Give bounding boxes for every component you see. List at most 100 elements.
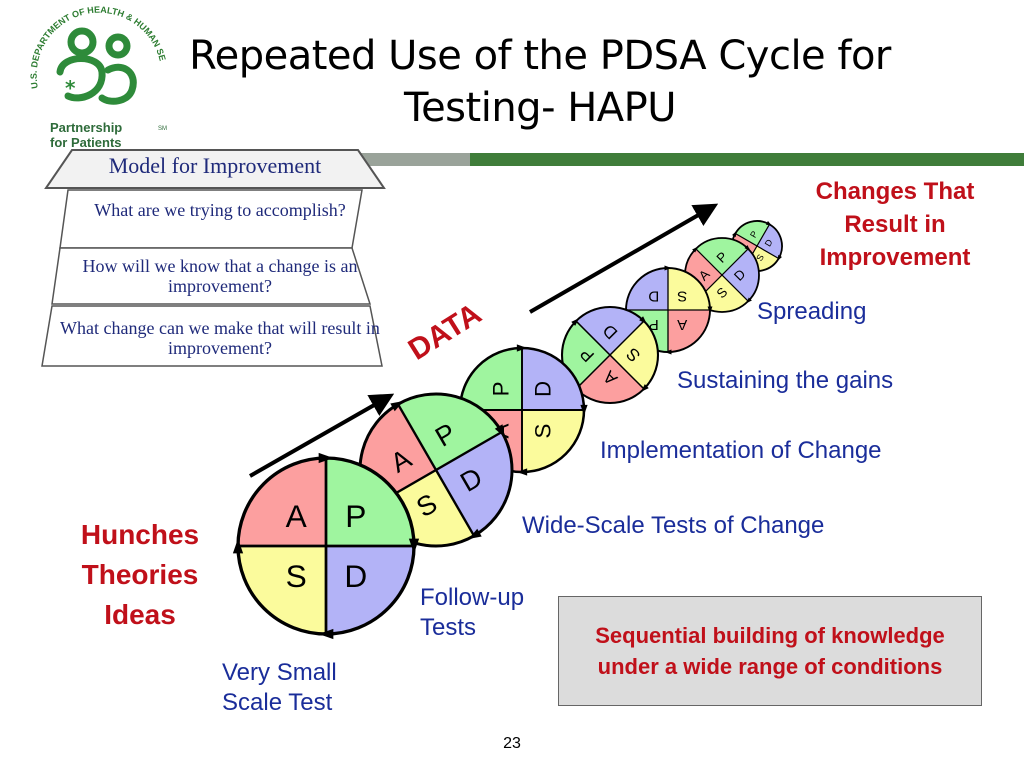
pdsa-cycle-5-do-letter: D xyxy=(531,381,556,397)
label-sustaining: Sustaining the gains xyxy=(677,367,894,394)
pdsa-cycle-1-arrowhead-2 xyxy=(777,254,782,262)
model-question-box-3 xyxy=(41,305,383,367)
pdsa-cycle-5-study-letter: S xyxy=(531,424,556,439)
sequential-building-text: Sequential building of knowledge under a… xyxy=(595,623,945,679)
pdsa-cycle-3-do-segment xyxy=(626,268,668,310)
ramp-arrow-lower xyxy=(249,393,395,478)
pdsa-cycle-1-arrowhead-1 xyxy=(765,221,773,226)
pdsa-cycle-3-study-letter: S xyxy=(677,287,687,304)
pdsa-cycle-5-plan-segment xyxy=(460,348,522,410)
logo-star-icon: * xyxy=(65,76,76,100)
pdsa-cycle-7-do-segment xyxy=(326,546,414,634)
top-right-label-line1: Changes That xyxy=(815,178,975,205)
sequential-building-box: Sequential building of knowledge under a… xyxy=(558,596,982,706)
pdsa-cycle-4-plan-segment xyxy=(561,321,610,389)
left-label-line2: Theories xyxy=(81,559,199,590)
label-follow-up-line2: Tests xyxy=(420,614,477,641)
pdsa-cycle-2-plan-segment xyxy=(695,238,749,275)
pdsa-cycle-5-arrowhead-3 xyxy=(516,468,528,476)
label-follow-up-line1: Follow-up xyxy=(420,584,525,611)
left-label-line3: Ideas xyxy=(104,599,176,630)
model-question-1: What are we trying to accomplish? xyxy=(94,200,346,220)
pdsa-cycle-2-arrowhead-1 xyxy=(744,245,751,252)
pdsa-cycle-7: A PD S xyxy=(232,452,420,640)
pdsa-cycle-1-do-segment xyxy=(757,224,782,259)
pdsa-cycle-1-do-letter: D xyxy=(763,237,775,248)
pdsa-cycle-7-do-letter: D xyxy=(344,558,367,594)
model-header-box xyxy=(44,149,386,189)
label-very-small-scale-test: Very Small Scale Test xyxy=(222,658,337,718)
pdsa-cycle-4-arrowhead-2 xyxy=(639,316,647,324)
pdsa-cycle-3-plan-letter: P xyxy=(649,316,659,333)
pdsa-cycle-6-arrowhead-1 xyxy=(494,424,505,438)
data-label: DATA xyxy=(403,297,487,367)
pdsa-cycle-6-v-divider xyxy=(396,403,476,537)
pdsa-cycle-7-act-segment xyxy=(238,458,326,546)
pdsa-cycle-7-study-segment xyxy=(238,546,326,634)
label-follow-up-tests: Follow-up Tests xyxy=(420,583,524,643)
label-spreading: Spreading xyxy=(757,298,867,325)
pdsa-cycle-6-plan-segment xyxy=(398,394,502,470)
pdsa-cycle-2-v-divider xyxy=(695,248,749,302)
slide-title: Repeated Use of the PDSA Cycle for Testi… xyxy=(189,33,891,131)
pdsa-cycle-5-do-segment xyxy=(522,348,584,410)
pdsa-cycle-1-v-divider xyxy=(735,232,779,260)
page-number: 23 xyxy=(503,735,521,752)
model-question-box-2 xyxy=(51,247,372,305)
changes-that-result-label: Changes That Result in Improvement xyxy=(790,175,1000,274)
pdsa-cycle-3-arrowhead-3 xyxy=(707,306,713,314)
pdsa-cycle-2-arrowhead-2 xyxy=(745,297,752,304)
pdsa-cycle-7-arrowhead-3 xyxy=(232,538,244,554)
pdsa-cycle-3-arrowhead-2 xyxy=(664,265,672,271)
pdsa-cycle-1-study-letter: S xyxy=(754,252,766,262)
label-small-test-line1: Very Small xyxy=(222,659,337,686)
logo-program-line2: for Patients xyxy=(50,135,122,150)
logo-figures-icon xyxy=(56,27,137,105)
pdsa-cycle-7-plan-segment xyxy=(326,458,414,546)
pdsa-cycle-3-study-segment xyxy=(668,268,710,310)
pdsa-cycle-5-arrowhead-2 xyxy=(580,404,588,416)
pdsa-cycle-6-arrowhead-2 xyxy=(468,528,482,539)
pdsa-cycle-1-arrowhead-4 xyxy=(732,230,737,238)
pdsa-cycle-4-v-divider xyxy=(575,320,645,390)
pdsa-cycle-1-plan-segment xyxy=(735,221,770,246)
pdsa-cycle-5-plan-letter: P xyxy=(488,382,513,397)
pdsa-cycle-4-study-segment xyxy=(610,321,658,389)
pdsa-cycle-2-do-segment xyxy=(722,248,759,302)
pdsa-cycle-7-study-letter: S xyxy=(286,558,307,594)
logo-background xyxy=(10,2,176,152)
pdsa-cycle-4-arrowhead-1 xyxy=(571,318,579,326)
label-wide-scale: Wide-Scale Tests of Change xyxy=(522,512,825,539)
pdsa-cycle-4-do-segment xyxy=(576,307,644,356)
pdsa-cycle-7-arrowhead-2 xyxy=(318,628,334,640)
left-label-line1: Hunches xyxy=(80,519,200,550)
model-question-2: How will we know that a change is an imp… xyxy=(82,256,358,296)
pdsa-cycle-1-plan-letter: P xyxy=(748,229,760,239)
pdsa-cycle-3-do-letter: D xyxy=(648,287,659,304)
pdsa-cycle-6-do-segment xyxy=(436,432,512,536)
model-for-improvement-panel xyxy=(41,149,386,367)
top-right-label-line3: Improvement xyxy=(819,244,971,271)
pdsa-cycle-3-act-letter: A xyxy=(676,316,687,333)
label-small-test-line2: Scale Test xyxy=(222,689,333,716)
label-implementation: Implementation of Change xyxy=(600,437,882,464)
hhs-partnership-logo: U.S. DEPARTMENT OF HEALTH & HUMAN SERVIC… xyxy=(10,2,176,152)
ramp-arrow-upper xyxy=(529,203,719,314)
logo-service-mark: SM xyxy=(158,126,167,132)
pdsa-cycle-5-arrowhead-1 xyxy=(516,344,528,352)
pdsa-cycle-3-act-segment xyxy=(668,310,710,352)
pdsa-cycle-3-arrowhead-4 xyxy=(664,349,672,355)
pdsa-cycle-4-act-segment xyxy=(576,355,644,404)
pdsa-cycle-7-arrowhead-1 xyxy=(408,538,420,554)
pdsa-cycle-7-act-letter: A xyxy=(286,498,308,534)
pdsa-cycle-4-arrowhead-3 xyxy=(641,384,649,392)
pdsa-cycle-2-arrowhead-4 xyxy=(692,246,699,253)
pdsa-cycle-7-plan-letter: P xyxy=(345,498,366,534)
pdsa-cycle-7-arrowhead-4 xyxy=(318,452,334,464)
logo-program-line1: Partnership xyxy=(50,120,122,135)
model-header: Model for Improvement xyxy=(108,153,322,178)
top-right-label-line2: Result in xyxy=(844,211,946,238)
